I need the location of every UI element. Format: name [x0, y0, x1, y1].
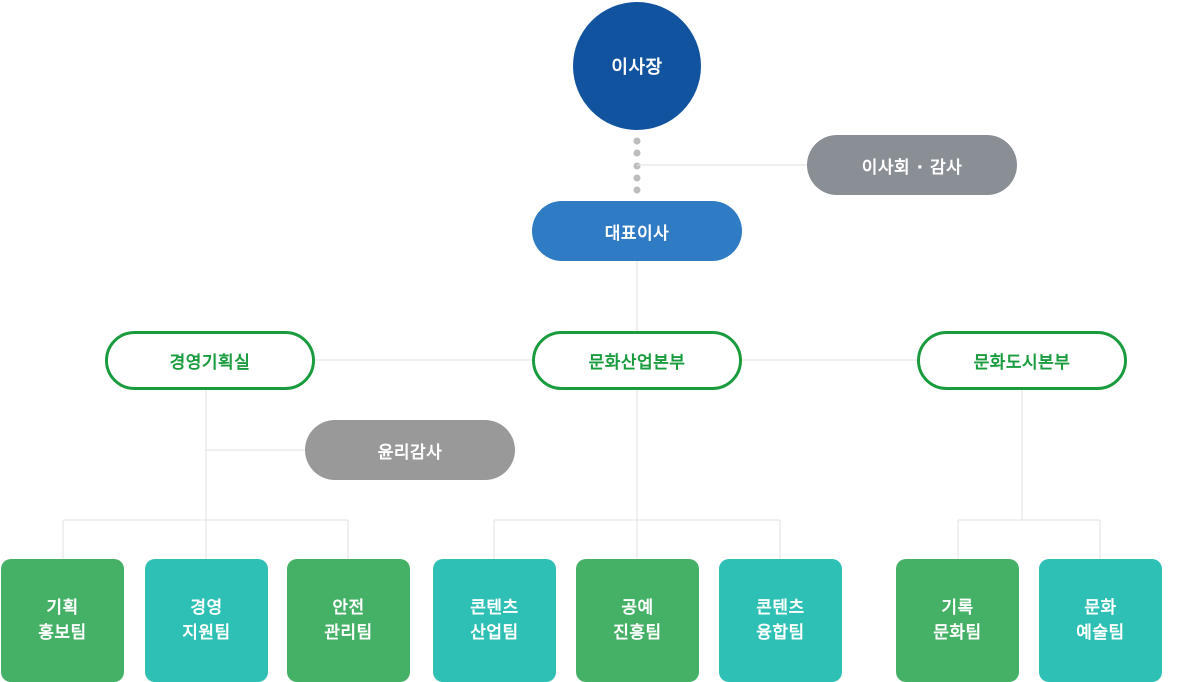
ceo-node[interactable]: 대표이사: [532, 201, 742, 261]
team-label-line1: 콘텐츠: [470, 597, 519, 618]
team-records-culture[interactable]: 기록 문화팀: [896, 559, 1019, 682]
team-label-line1: 경영: [190, 597, 223, 618]
division-label: 경영기획실: [169, 353, 251, 373]
division-culture-industry[interactable]: 문화산업본부: [532, 331, 742, 390]
team-content-industry[interactable]: 콘텐츠 산업팀: [433, 559, 556, 682]
ethics-audit-node[interactable]: 윤리감사: [305, 420, 515, 480]
team-planning-pr[interactable]: 기획 홍보팀: [1, 559, 124, 682]
team-label-line1: 문화: [1084, 597, 1117, 618]
team-content-convergence[interactable]: 콘텐츠 융합팀: [719, 559, 842, 682]
division-label: 문화도시본부: [973, 353, 1071, 373]
chairman-node[interactable]: 이사장: [573, 2, 701, 130]
board-audit-node[interactable]: 이사회 · 감사: [807, 135, 1017, 195]
team-culture-arts[interactable]: 문화 예술팀: [1039, 559, 1162, 682]
team-label-line2: 지원팀: [182, 622, 231, 643]
team-management-support[interactable]: 경영 지원팀: [145, 559, 268, 682]
team-label-line1: 안전: [332, 597, 365, 618]
division-label: 문화산업본부: [588, 353, 686, 373]
team-safety-management[interactable]: 안전 관리팀: [287, 559, 410, 682]
team-label-line2: 진흥팀: [613, 622, 662, 643]
dotted-connector: [633, 137, 641, 194]
ethics-audit-label: 윤리감사: [377, 442, 443, 463]
team-label-line1: 콘텐츠: [756, 597, 805, 618]
team-label-line2: 예술팀: [1076, 622, 1125, 643]
team-label-line2: 산업팀: [470, 622, 519, 643]
team-label-line1: 공예: [621, 597, 654, 618]
team-label-line1: 기록: [941, 597, 974, 618]
team-label-line2: 융합팀: [756, 622, 805, 643]
team-label-line2: 문화팀: [933, 622, 982, 643]
ceo-label: 대표이사: [604, 223, 670, 244]
board-audit-label: 이사회 · 감사: [861, 157, 963, 178]
team-label-line1: 기획: [46, 597, 79, 618]
division-culture-city[interactable]: 문화도시본부: [917, 331, 1127, 390]
team-label-line2: 홍보팀: [38, 622, 87, 643]
chairman-label: 이사장: [611, 57, 663, 78]
team-craft-promotion[interactable]: 공예 진흥팀: [576, 559, 699, 682]
division-planning-office[interactable]: 경영기획실: [105, 331, 315, 390]
team-label-line2: 관리팀: [324, 622, 373, 643]
